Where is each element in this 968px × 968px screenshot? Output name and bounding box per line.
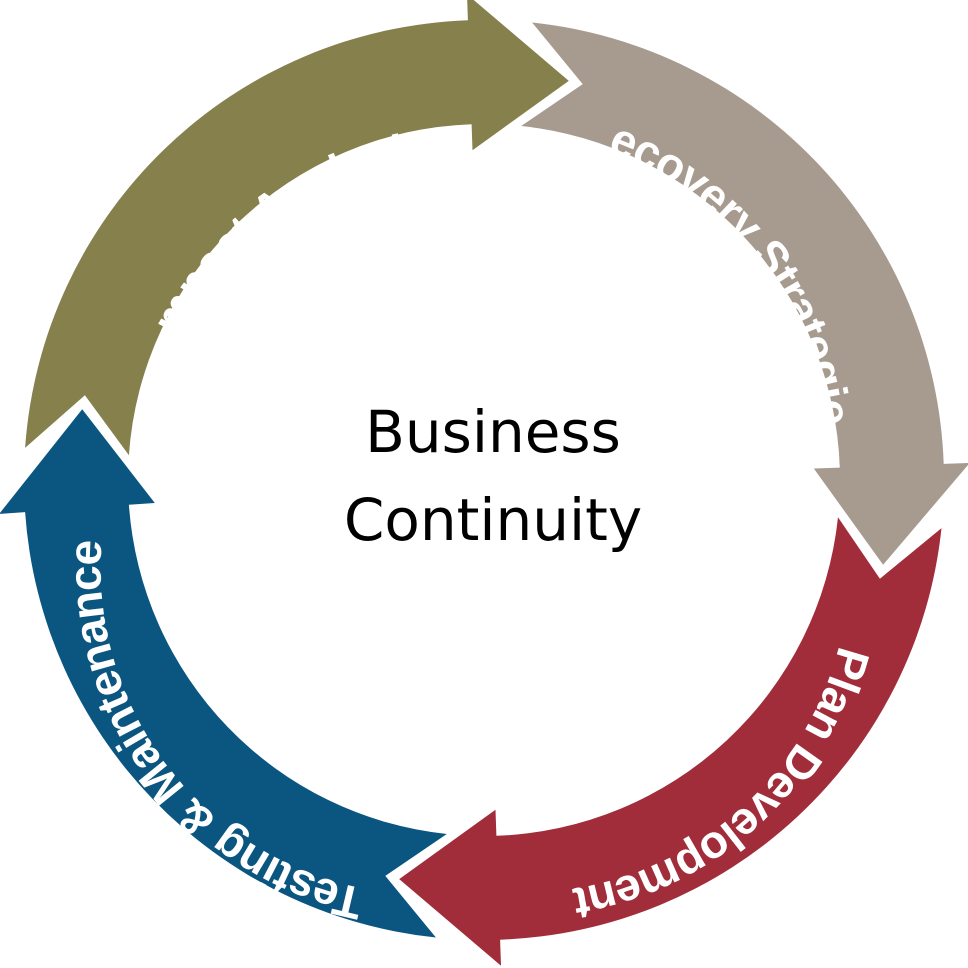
testing-maintenance-arrow [0, 409, 447, 938]
plan-development-segment: Plan Development [399, 517, 942, 966]
center-title-line-2: Continuity [344, 486, 642, 554]
center-title-line-1: Business [365, 398, 621, 466]
impact-analysis-segment: Impact Analysis [0, 0, 569, 456]
plan-development-arrow [399, 517, 942, 966]
impact-analysis-arrow [25, 0, 569, 456]
recovery-strategies-arrow [521, 22, 968, 565]
